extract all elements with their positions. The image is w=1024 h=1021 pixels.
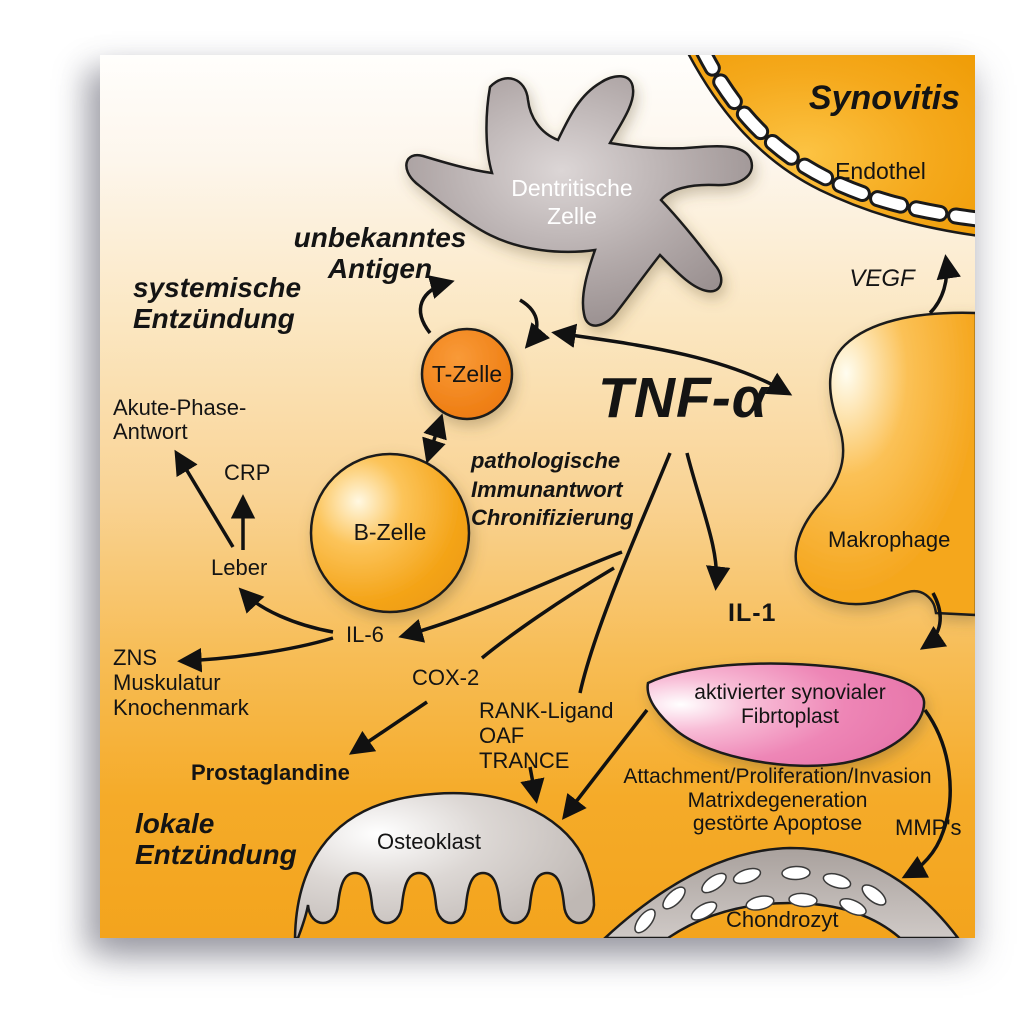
arrow-fibroblast-to-osteoklast bbox=[562, 708, 649, 820]
osteoklast-label: Osteoklast bbox=[377, 829, 481, 854]
fibroblast-line2: Fibrtoplast bbox=[740, 705, 840, 729]
systemic-inflammation-label: systemische Entzündung bbox=[133, 272, 302, 335]
fibroblast-shape bbox=[646, 662, 926, 768]
chondrozyt-shape bbox=[603, 846, 960, 938]
zns-line1: ZNS bbox=[113, 645, 157, 670]
dendritic-line2: Zelle bbox=[547, 202, 597, 229]
t-cell-shape bbox=[420, 327, 514, 421]
t-cell-label: T-Zelle bbox=[431, 361, 503, 387]
arrow-cox2-to-prostaglandine bbox=[348, 700, 428, 755]
arrow-il6-to-leber bbox=[238, 587, 334, 634]
antigen-line2: Antigen bbox=[327, 252, 433, 284]
il1-label: IL-1 bbox=[728, 599, 777, 627]
b-cell-label: B-Zelle bbox=[353, 519, 427, 545]
osteoklast-shape bbox=[293, 791, 596, 938]
arrow-dendritic-to-tcell bbox=[519, 298, 551, 349]
arrows bbox=[174, 254, 961, 879]
acute-line1: Akute-Phase- bbox=[113, 395, 247, 420]
pathologic-response-label: pathologische Immunantwort Chronifizieru… bbox=[471, 447, 634, 533]
chondrozyt-label: Chondrozyt bbox=[726, 907, 839, 932]
b-cell-shape bbox=[309, 452, 471, 614]
patho-line3: Chronifizierung bbox=[471, 505, 634, 531]
diagram-card: Synovitis Endothel VEGF Dentritische Zel… bbox=[100, 55, 975, 938]
dendritic-cell-label: Dentritische Zelle bbox=[477, 175, 667, 230]
rank-line2: OAF bbox=[479, 723, 525, 749]
prostaglandine-label: Prostaglandine bbox=[191, 760, 350, 785]
local-line2: Entzündung bbox=[135, 839, 297, 871]
zns-target-label: ZNS Muskulatur Knochenmark bbox=[113, 645, 249, 720]
arrow-to-il6 bbox=[398, 550, 623, 643]
arrow-tnf-to-il1 bbox=[685, 452, 731, 591]
mmps-label: MMP's bbox=[895, 815, 962, 840]
acute-line2: Antwort bbox=[113, 419, 188, 445]
leber-label: Leber bbox=[211, 555, 268, 580]
systemic-line1: systemische bbox=[133, 272, 302, 303]
local-inflammation-label: lokale Entzündung bbox=[135, 808, 297, 871]
tnf-alpha-title: TNF-α bbox=[598, 366, 769, 430]
endothel-dashes bbox=[695, 55, 975, 228]
makrophage-label: Makrophage bbox=[828, 527, 951, 552]
attach-line3: gestörte Apoptose bbox=[692, 812, 863, 836]
fibroblast-line1: aktivierter synovialer bbox=[694, 681, 886, 704]
arrow-trance-to-osteoklast bbox=[520, 766, 545, 804]
patho-line1: pathologische bbox=[471, 448, 621, 473]
synovium-shape bbox=[687, 55, 975, 237]
unknown-antigen-label: unbekanntes Antigen bbox=[268, 222, 492, 285]
attach-line2: Matrixdegeneration bbox=[687, 788, 868, 812]
fibroblast-label: aktivierter synovialer Fibrtoplast bbox=[665, 681, 915, 729]
zns-line2: Muskulatur bbox=[113, 670, 221, 696]
dendritic-line1: Dentritische bbox=[511, 175, 633, 201]
il6-label: IL-6 bbox=[346, 622, 384, 647]
zns-line3: Knochenmark bbox=[113, 695, 249, 721]
rank-line3: TRANCE bbox=[479, 748, 570, 774]
attach-line1: Attachment/Proliferation/Invasion bbox=[623, 765, 932, 788]
diagram-shapes bbox=[174, 55, 975, 938]
arrow-makrophage-to-fibroblast bbox=[919, 592, 948, 650]
antigen-line1: unbekanntes bbox=[293, 222, 467, 253]
arrow-tcell-bcell bbox=[422, 413, 447, 464]
arrow-vegf-to-endothel bbox=[928, 254, 961, 315]
endothel-label: Endothel bbox=[835, 158, 926, 184]
acute-phase-label: Akute-Phase- Antwort bbox=[113, 395, 247, 445]
line-tnf-to-rank bbox=[578, 452, 672, 694]
vegf-label: VEGF bbox=[849, 265, 915, 292]
makrophage-shape bbox=[794, 311, 975, 617]
arrow-tcell-makrophage bbox=[551, 323, 793, 396]
patho-line2: Immunantwort bbox=[471, 476, 623, 502]
invasion-process-label: Attachment/Proliferation/Invasion Matrix… bbox=[605, 765, 950, 836]
arrow-leber-to-akute bbox=[174, 449, 235, 548]
arrow-il6-to-zns bbox=[177, 636, 334, 673]
dendritic-cell-shape bbox=[405, 75, 754, 327]
systemic-line2: Entzündung bbox=[133, 302, 295, 334]
arrow-fibroblast-to-chondrozyt bbox=[901, 708, 952, 879]
local-line1: lokale bbox=[135, 808, 215, 839]
rank-ligand-label: RANK-Ligand OAF TRANCE bbox=[479, 698, 614, 773]
chondrocyte-lacunae bbox=[634, 865, 887, 934]
crp-label: CRP bbox=[224, 460, 271, 485]
cox2-label: COX-2 bbox=[412, 665, 480, 690]
rank-line1: RANK-Ligand bbox=[479, 698, 614, 723]
synovitis-title: Synovitis bbox=[808, 79, 961, 117]
arrow-tcell-to-dendritic bbox=[418, 275, 455, 335]
line-to-cox2 bbox=[480, 566, 615, 660]
